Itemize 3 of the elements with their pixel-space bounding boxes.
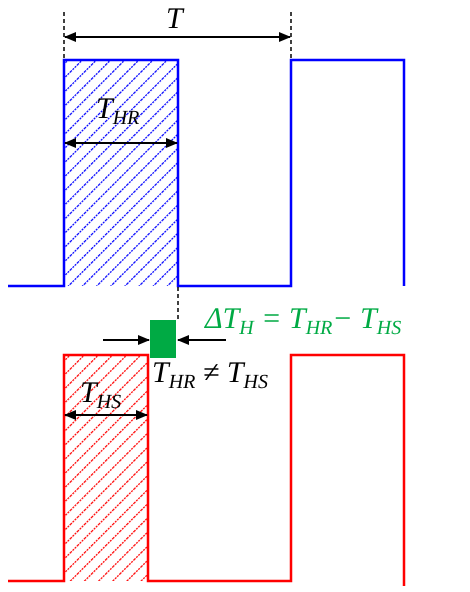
equation-label: T$_{HR}$ ≠ T$_{HS}$ [152, 358, 268, 392]
equation-label: ΔT$_{H}$ = T$_{HR}$− T$_{HS}$ [205, 304, 402, 338]
period-label: T [166, 4, 183, 34]
